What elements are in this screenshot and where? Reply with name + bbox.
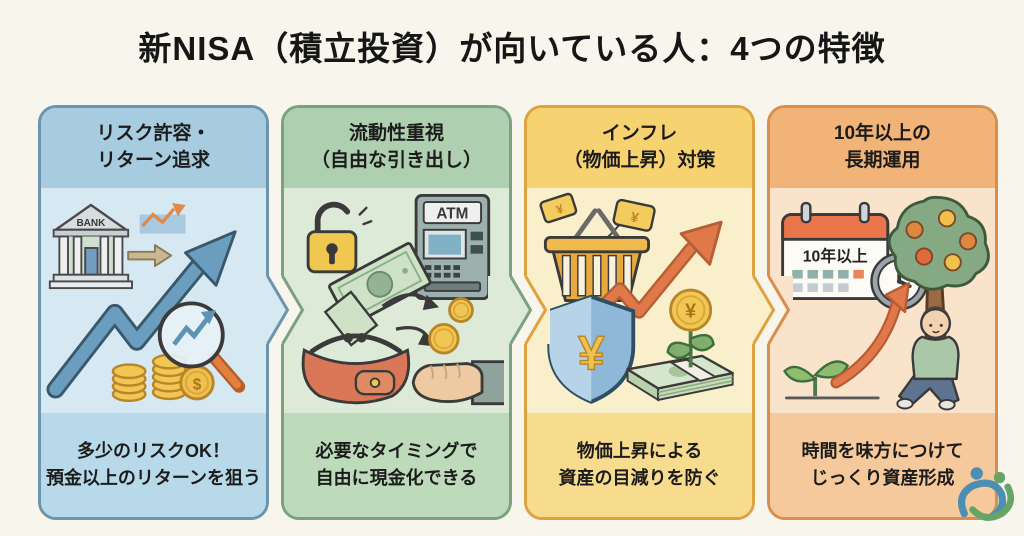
risk-return-illustration-svg: BANK <box>46 202 246 402</box>
dollar-label: $ <box>193 376 202 393</box>
card-long-term-description: 時間を味方につけて じっくり資産形成 <box>801 441 964 488</box>
open-padlock-icon <box>306 201 373 273</box>
card-inflation-footer: 物価上昇による 資産の目減りを防ぐ <box>527 413 752 517</box>
magnifier-chart-icon <box>157 300 246 393</box>
card-long-term-title: 10年以上の 長期運用 <box>833 123 932 171</box>
coins-icon <box>428 296 474 355</box>
growth-arrow-icon <box>46 229 237 398</box>
card-risk-return-footer: 多少のリスクOK！ 預金以上のリターンを狙う <box>41 413 266 517</box>
yen-shield-icon: ¥ <box>547 294 636 404</box>
tag-yen-label: ¥ <box>554 201 565 216</box>
tag-yen-label: ¥ <box>629 209 640 226</box>
card-liquidity-header: 流動性重視 （自由な引き出し） <box>284 108 509 188</box>
page-title: 新NISA（積立投資）が向いている人：4つの特徴 <box>138 30 886 67</box>
bank-label: BANK <box>76 217 106 228</box>
atm-label: ATM <box>436 205 468 222</box>
card-long-term-footer: 時間を味方につけて じっくり資産形成 <box>770 413 995 517</box>
curved-growth-arrow-icon <box>830 281 910 388</box>
inflation-illustration-svg: ¥ ¥ <box>539 192 734 404</box>
price-tag-icon: ¥ <box>602 198 656 242</box>
banknote-stack-icon <box>626 354 734 402</box>
card-long-term: 10年以上の 長期運用 10年以上 <box>767 105 998 520</box>
chevron-connector <box>245 276 307 344</box>
card-liquidity-illustration: ATM <box>284 188 509 413</box>
card-inflation: インフレ （物価上昇）対策 ¥ ¥ <box>524 105 755 520</box>
sitting-person-icon <box>896 305 960 410</box>
card-risk-return: リスク許容・ リターン追求 BANK <box>38 105 269 520</box>
card-inflation-illustration: ¥ ¥ <box>527 188 752 413</box>
liquidity-illustration-svg: ATM <box>301 193 504 405</box>
chevron-connector <box>731 276 793 344</box>
card-inflation-title: インフレ （物価上昇）対策 <box>563 123 716 171</box>
price-tag-icon: ¥ <box>539 192 578 223</box>
card-long-term-illustration: 10年以上 <box>770 188 995 413</box>
card-liquidity-description: 必要なタイミングで 自由に現金化できる <box>315 441 478 488</box>
right-arrow-icon <box>127 243 173 267</box>
open-hand-icon <box>411 359 504 405</box>
calendar-icon: 10年以上 <box>781 201 890 300</box>
brand-logo <box>958 467 1015 521</box>
sprout-icon <box>783 359 880 399</box>
dollar-coin-icon: $ <box>179 364 215 400</box>
mini-chart-icon <box>139 202 186 234</box>
curved-arrows-icon <box>381 292 440 346</box>
card-inflation-description: 物価上昇による 資産の目減りを防ぐ <box>558 441 721 488</box>
card-liquidity-footer: 必要なタイミングで 自由に現金化できる <box>284 413 509 517</box>
bank-icon: BANK <box>48 203 133 289</box>
card-inflation-header: インフレ （物価上昇）対策 <box>527 108 752 188</box>
card-risk-return-description: 多少のリスクOK！ 預金以上のリターンを狙う <box>45 441 262 488</box>
card-risk-return-title: リスク許容・ リターン追求 <box>96 123 211 171</box>
coin-yen-label: ¥ <box>685 300 697 322</box>
calendar-label: 10年以上 <box>803 246 868 265</box>
card-long-term-header: 10年以上の 長期運用 <box>770 108 995 188</box>
chevron-connector <box>488 276 550 344</box>
card-liquidity: 流動性重視 （自由な引き出し） ATM <box>281 105 512 520</box>
card-risk-return-illustration: BANK <box>41 188 266 413</box>
card-risk-return-header: リスク許容・ リターン追求 <box>41 108 266 188</box>
fruit-tree-icon <box>887 195 990 340</box>
coin-purse-icon <box>301 332 411 404</box>
atm-icon: ATM <box>414 193 491 300</box>
coin-plant-icon: ¥ <box>666 288 715 367</box>
card-liquidity-title: 流動性重視 （自由な引き出し） <box>310 123 482 171</box>
long-term-illustration-svg: 10年以上 <box>781 195 990 410</box>
shield-yen-label: ¥ <box>578 327 605 380</box>
